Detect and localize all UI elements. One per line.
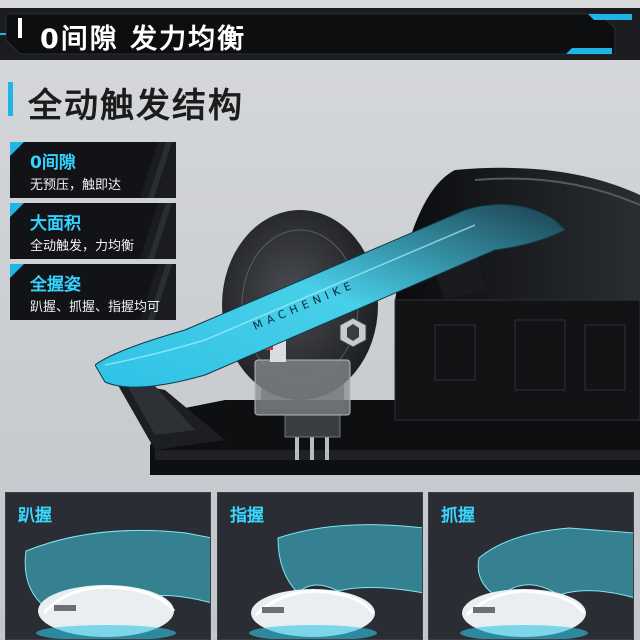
feature-desc: 无预压，触即达	[30, 178, 122, 193]
top-banner: 0间隙 发力均衡	[0, 8, 640, 60]
feature-corner	[10, 203, 24, 217]
palm-grip-illustration	[24, 529, 210, 639]
feature-title: 0间隙	[30, 153, 76, 173]
grip-panel-palm: 趴握	[5, 492, 211, 640]
feature-slash-decoration	[140, 264, 176, 320]
heading-accent-bar	[8, 82, 13, 116]
feature-desc: 全动触发，力均衡	[30, 239, 135, 254]
feature-title: 全握姿	[30, 275, 81, 295]
banner-background	[0, 8, 640, 60]
feature-desc: 趴握、抓握、指握均可	[30, 300, 161, 315]
page-heading: 全动触发结构	[28, 86, 244, 126]
fingertip-grip-illustration	[249, 524, 422, 639]
mouse-cutaway-illustration: MACHENIKE	[95, 167, 640, 475]
banner-title: 0间隙 发力均衡	[40, 24, 247, 55]
feature-title: 大面积	[30, 214, 81, 234]
feature-zero-gap: 0间隙 无预压，触即达	[10, 142, 176, 198]
feature-large-area: 大面积 全动触发，力均衡	[10, 203, 176, 259]
grip-label: 抓握	[441, 506, 475, 526]
feature-corner	[10, 264, 24, 278]
grip-label: 趴握	[18, 506, 52, 526]
grip-panel-fingertip: 指握	[217, 492, 423, 640]
feature-all-grips: 全握姿 趴握、抓握、指握均可	[10, 264, 176, 320]
feature-corner	[10, 142, 24, 156]
feature-slash-decoration	[140, 142, 176, 198]
grip-panel-claw: 抓握	[428, 492, 634, 640]
grip-label: 指握	[230, 506, 264, 526]
left-button	[95, 203, 566, 388]
claw-grip-illustration	[460, 527, 633, 639]
feature-slash-decoration	[140, 203, 176, 259]
